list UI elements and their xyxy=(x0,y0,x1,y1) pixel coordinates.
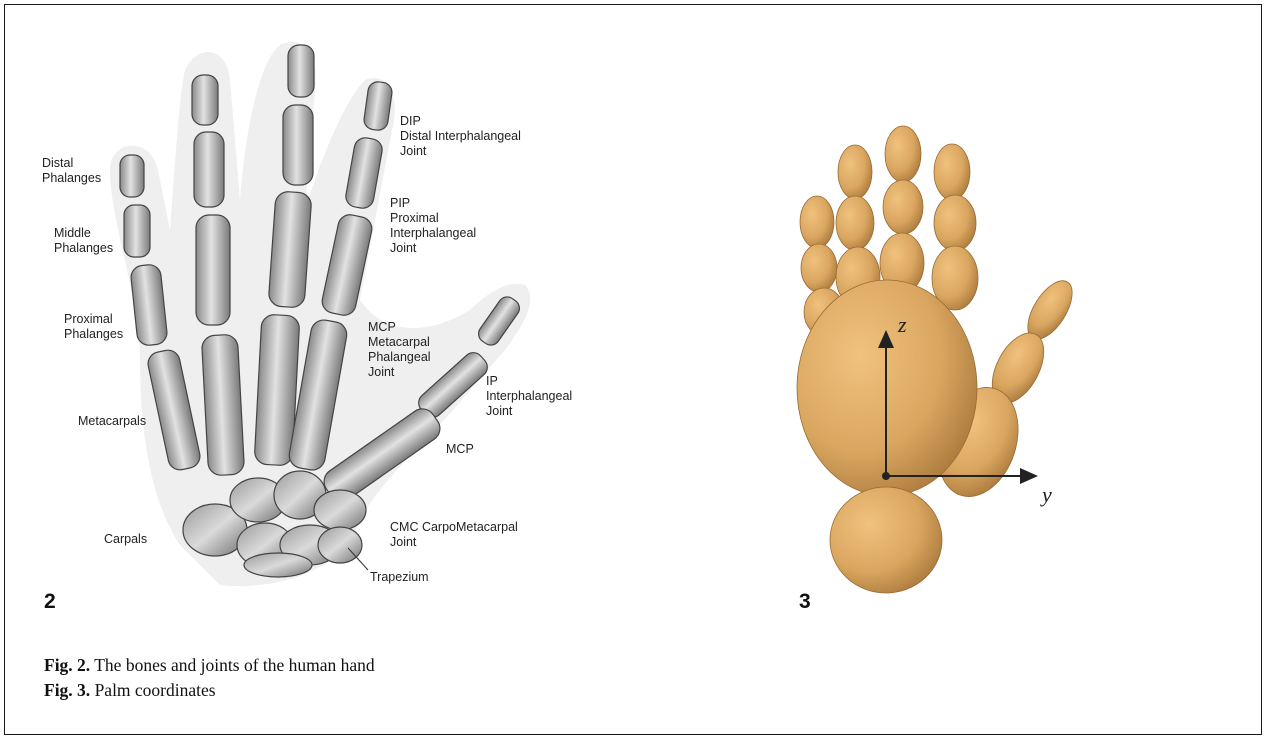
figure-2-number: 2 xyxy=(44,590,56,614)
caption-fig-2: Fig. 2. The bones and joints of the huma… xyxy=(44,655,375,676)
hand-model-illustration xyxy=(780,110,1100,600)
figure-3-panel: z y xyxy=(780,110,1100,600)
model-middle-finger xyxy=(880,126,924,293)
caption-fig-2-text: The bones and joints of the human hand xyxy=(90,655,375,675)
label-trapezium: Trapezium xyxy=(370,570,429,585)
label-metacarpals: Metacarpals xyxy=(78,414,146,429)
label-mcp-finger: MCP Metacarpal Phalangeal Joint xyxy=(368,320,431,380)
label-middle-phalanges: Middle Phalanges xyxy=(54,226,113,256)
model-wrist xyxy=(830,487,942,593)
label-carpals: Carpals xyxy=(104,532,147,547)
origin-point xyxy=(882,472,890,480)
caption-fig-3: Fig. 3. Palm coordinates xyxy=(44,680,216,701)
caption-fig-3-label: Fig. 3. xyxy=(44,680,90,700)
caption-fig-3-text: Palm coordinates xyxy=(90,680,215,700)
label-dip: DIP Distal Interphalangeal Joint xyxy=(400,114,521,159)
label-proximal-phalanges: Proximal Phalanges xyxy=(64,312,123,342)
label-ip: IP Interphalangeal Joint xyxy=(486,374,572,419)
z-axis-label: z xyxy=(898,312,907,338)
label-distal-phalanges: Distal Phalanges xyxy=(42,156,101,186)
label-mcp-thumb: MCP xyxy=(446,442,474,457)
y-axis-label: y xyxy=(1042,482,1052,508)
label-pip: PIP Proximal Interphalangeal Joint xyxy=(390,196,476,256)
caption-fig-2-label: Fig. 2. xyxy=(44,655,90,675)
hand-bones-illustration xyxy=(0,0,640,610)
figure-2-panel: Distal Phalanges Middle Phalanges Proxim… xyxy=(0,0,640,610)
model-index-finger xyxy=(932,144,978,310)
label-cmc: CMC CarpoMetacarpal Joint xyxy=(390,520,518,550)
figure-3-number: 3 xyxy=(799,590,811,614)
